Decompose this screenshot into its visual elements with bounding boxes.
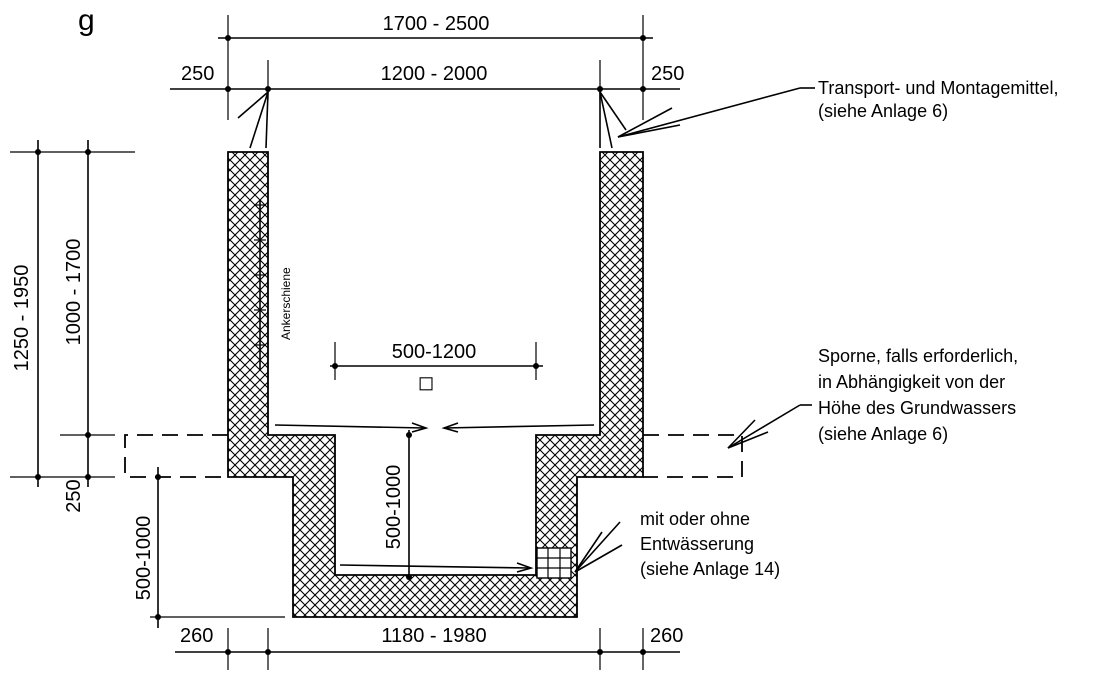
dim-inner-width: 1200 - 2000 bbox=[381, 63, 488, 85]
concrete-left-body bbox=[227, 151, 644, 618]
dim-wall-left: 250 bbox=[181, 63, 214, 85]
dim-bottom-right: 260 bbox=[650, 625, 683, 647]
transport-arrows bbox=[237, 87, 815, 149]
dim-total-height: 1250 - 1950 bbox=[11, 265, 33, 372]
dim-inner-height: 1000 - 1700 bbox=[63, 239, 85, 346]
dim-bottom-left: 260 bbox=[180, 625, 213, 647]
dim-sump-depth-outer: 500-1000 bbox=[133, 516, 155, 601]
dim-base-thickness: 250 bbox=[63, 479, 85, 512]
spurs-dashed bbox=[124, 434, 743, 478]
note-spurs-line3: Höhe des Grundwassers bbox=[818, 398, 1016, 418]
dim-outer-width: 1700 - 2500 bbox=[383, 13, 490, 35]
note-transport-line2: (siehe Anlage 6) bbox=[818, 101, 948, 121]
note-drainage-line1: mit oder ohne bbox=[640, 509, 750, 529]
header-partial-text: g bbox=[78, 4, 95, 37]
note-drainage-line3: (siehe Anlage 14) bbox=[640, 559, 780, 579]
note-transport-line1: Transport- und Montagemittel, bbox=[818, 78, 1058, 98]
note-spurs-line1: Sporne, falls erforderlich, bbox=[818, 346, 1018, 366]
drainage-leader bbox=[574, 521, 623, 573]
dim-sump-depth-inner: 500-1000 bbox=[383, 465, 405, 550]
concrete-section bbox=[227, 151, 644, 618]
spurs-leader bbox=[727, 404, 812, 449]
square-symbol: ◻ bbox=[418, 372, 435, 394]
bottom-dimensions bbox=[175, 628, 680, 670]
note-spurs-line4: (siehe Anlage 6) bbox=[818, 424, 948, 444]
dim-wall-right: 250 bbox=[651, 63, 684, 85]
dim-opening-size: 500-1200 bbox=[392, 341, 477, 363]
floor-arrows bbox=[274, 422, 595, 573]
left-dimensions bbox=[10, 140, 285, 628]
anchor-rail bbox=[254, 200, 266, 370]
interior-dimensions bbox=[330, 342, 543, 580]
dim-sump-bottom-width: 1180 - 1980 bbox=[381, 625, 486, 647]
note-spurs-line2: in Abhängigkeit von der bbox=[818, 372, 1005, 392]
top-dimensions bbox=[170, 15, 680, 120]
anchor-rail-label: Ankerschiene bbox=[279, 267, 293, 340]
note-drainage-line2: Entwässerung bbox=[640, 534, 754, 554]
drainage-symbol bbox=[536, 547, 572, 579]
